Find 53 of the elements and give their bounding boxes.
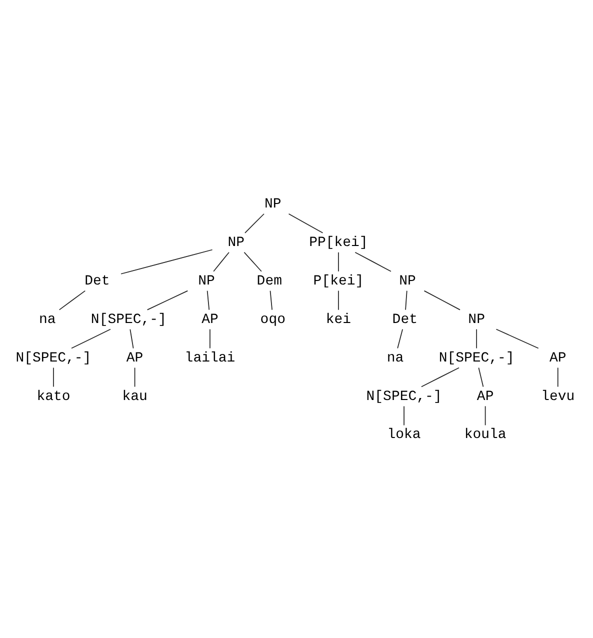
- connector: [244, 212, 264, 233]
- connector: [424, 290, 460, 310]
- node-text: na: [38, 311, 56, 328]
- node-text: kato: [36, 388, 70, 404]
- node-text: lailai: [184, 350, 236, 366]
- node-text: P[kei]: [313, 272, 364, 289]
- node-text: NP: [468, 311, 485, 328]
- node-text: AP: [549, 350, 566, 366]
- connector: [120, 248, 213, 274]
- node-text: levu: [541, 388, 575, 404]
- connector: [58, 290, 86, 310]
- node-text: N[SPEC,-]: [16, 350, 92, 366]
- node-text: N[SPEC,-]: [366, 388, 442, 404]
- node-text: koula: [464, 426, 506, 443]
- node-text: AP: [126, 350, 144, 366]
- node-text: Det: [392, 311, 418, 328]
- node-text: N[SPEC,-]: [90, 311, 166, 328]
- connector: [397, 328, 403, 348]
- node-text: NP: [198, 272, 215, 289]
- node-text: NP: [264, 196, 282, 212]
- node-text: kau: [122, 388, 148, 404]
- connector: [476, 328, 478, 348]
- connector: [71, 328, 111, 348]
- connector: [146, 290, 188, 310]
- connector: [557, 366, 558, 387]
- node-text: PP[kei]: [309, 234, 368, 250]
- node-text: na: [386, 350, 404, 366]
- node-text: N[SPEC,-]: [438, 350, 514, 366]
- connector: [484, 405, 486, 426]
- node-text: kei: [326, 311, 352, 328]
- node-text: AP: [476, 388, 494, 404]
- connector: [53, 366, 54, 387]
- connector: [405, 290, 408, 310]
- connector: [420, 366, 460, 387]
- connector: [338, 290, 339, 310]
- connector: [338, 251, 339, 272]
- node-text: NP: [228, 234, 245, 250]
- connector: [213, 251, 230, 272]
- node-text: loka: [387, 426, 421, 443]
- connector: [270, 290, 272, 310]
- connector: [206, 290, 210, 310]
- connector: [496, 328, 539, 348]
- node-text: Det: [84, 272, 110, 289]
- node-text: NP: [399, 272, 416, 289]
- node-text: oqo: [260, 311, 286, 328]
- connector: [134, 366, 136, 387]
- connector: [354, 251, 392, 272]
- node-text: Dem: [256, 272, 282, 289]
- connector: [478, 366, 484, 387]
- connector: [288, 212, 324, 233]
- node-text: AP: [202, 311, 218, 328]
- connector: [244, 251, 262, 272]
- connector: [130, 328, 134, 348]
